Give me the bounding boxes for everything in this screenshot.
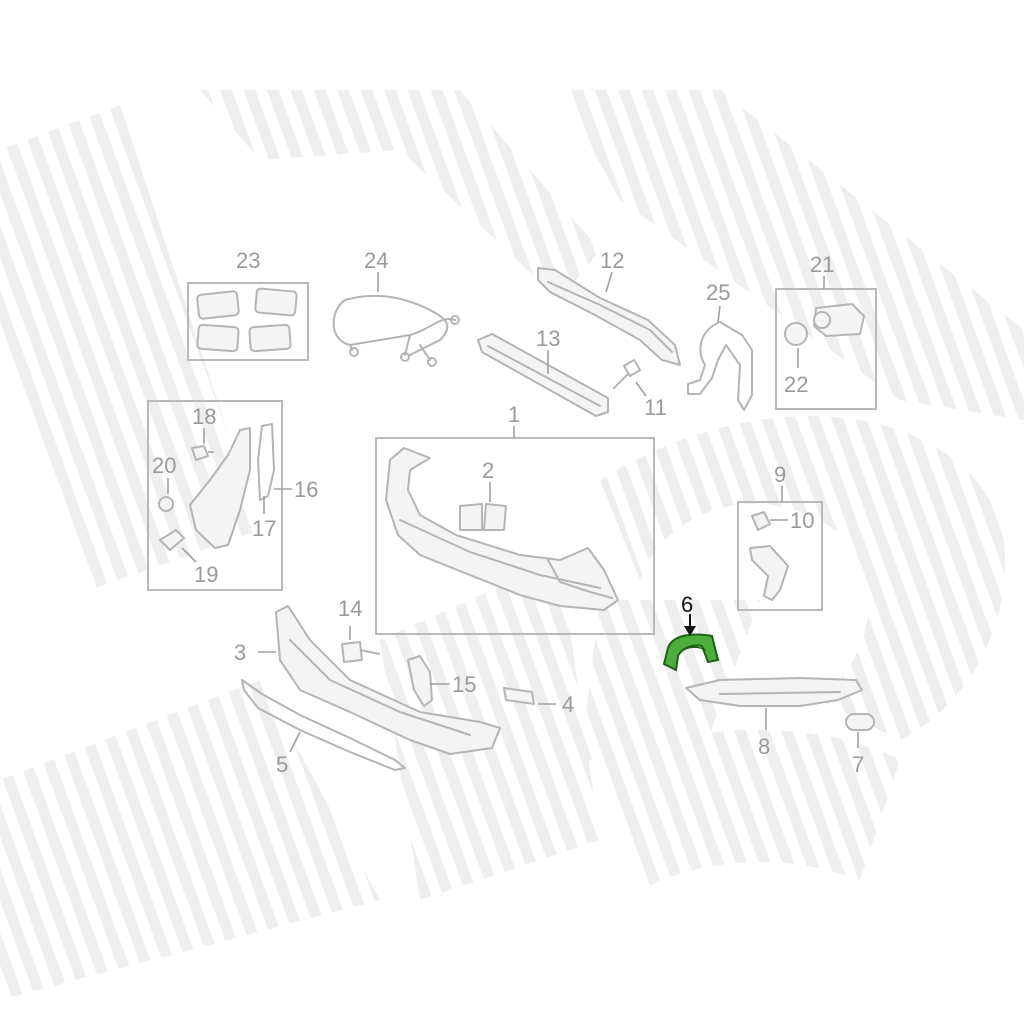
part-2-group[interactable]: 2 xyxy=(459,458,507,531)
label-8: 8 xyxy=(758,734,770,759)
clip-10-drawing xyxy=(751,511,771,531)
part-4-group[interactable]: 4 xyxy=(503,687,574,717)
part-23-group[interactable]: 23 xyxy=(187,248,309,361)
label-21: 21 xyxy=(810,252,834,277)
label-1: 1 xyxy=(508,402,520,427)
part-1-box xyxy=(375,437,655,635)
label-18: 18 xyxy=(192,404,216,429)
part-6-group[interactable]: 6 xyxy=(662,592,720,672)
part-11-group[interactable]: 11 xyxy=(613,359,667,420)
bracket-15-drawing xyxy=(407,655,433,707)
label-15: 15 xyxy=(452,672,476,697)
label-10: 10 xyxy=(790,508,814,533)
label-20: 20 xyxy=(152,453,176,478)
part-16-box xyxy=(147,400,283,591)
part-21-group[interactable]: 21 xyxy=(775,252,877,410)
screw-18-drawing xyxy=(191,445,214,461)
part-3-group[interactable]: 3 xyxy=(234,605,501,755)
part-9-box xyxy=(737,501,823,611)
label-24: 24 xyxy=(364,248,388,273)
part-12-group[interactable]: 12 xyxy=(537,248,681,366)
part-1-group[interactable]: 1 xyxy=(375,402,655,635)
part-10-group[interactable]: 10 xyxy=(751,508,814,533)
part-14-group[interactable]: 14 xyxy=(338,596,381,663)
label-14: 14 xyxy=(338,596,362,621)
label-3: 3 xyxy=(234,640,246,665)
watermark xyxy=(0,90,1024,1000)
side-bracket-drawing xyxy=(687,321,753,411)
part-7-group[interactable]: 7 xyxy=(845,713,875,777)
label-16: 16 xyxy=(294,477,318,502)
label-11: 11 xyxy=(644,395,667,420)
lamp-bracket-drawing xyxy=(257,423,275,501)
part-16-group[interactable]: 16 xyxy=(147,400,318,591)
label-6: 6 xyxy=(681,592,693,617)
part-20-group[interactable]: 20 xyxy=(152,453,176,512)
label-12: 12 xyxy=(600,248,624,273)
part-9-group[interactable]: 9 xyxy=(737,462,823,611)
reflector-4-drawing xyxy=(503,687,535,705)
part-23-clips xyxy=(196,287,298,353)
label-19: 19 xyxy=(194,562,218,587)
bulb-20-drawing xyxy=(158,496,174,512)
lower-bumper-3-drawing xyxy=(275,605,501,755)
part-18-group[interactable]: 18 xyxy=(191,404,216,461)
sensor-cap-7-drawing xyxy=(845,713,875,731)
part-21-box xyxy=(775,288,877,410)
highlighted-bracket-6-drawing[interactable] xyxy=(662,633,720,672)
rear-lamp-drawing xyxy=(189,427,251,549)
label-23: 23 xyxy=(236,248,260,273)
parking-sensor-drawing xyxy=(813,303,865,337)
bolt-drawing xyxy=(613,359,641,389)
part-22-group[interactable]: 22 xyxy=(784,348,808,397)
skid-plate-5-drawing xyxy=(241,679,406,771)
label-22: 22 xyxy=(784,372,808,397)
label-5: 5 xyxy=(276,752,288,777)
part-19-group[interactable]: 19 xyxy=(159,529,218,587)
bumper-cover-drawing xyxy=(385,447,619,611)
garnish-2-drawing xyxy=(459,503,507,531)
part-13-group[interactable]: 13 xyxy=(477,326,609,417)
label-2: 2 xyxy=(482,458,494,483)
part-24-group[interactable]: 24 xyxy=(332,248,460,367)
part-23-box xyxy=(187,282,309,361)
label-13: 13 xyxy=(536,326,560,351)
socket-19-drawing xyxy=(159,529,185,551)
label-25: 25 xyxy=(706,280,730,305)
part-17-group[interactable]: 17 xyxy=(252,496,276,541)
label-9: 9 xyxy=(774,462,786,487)
part-5-group[interactable]: 5 xyxy=(241,679,406,777)
label-4: 4 xyxy=(562,692,574,717)
bracket-9-drawing xyxy=(749,545,789,601)
sensor-ring-drawing xyxy=(784,322,808,346)
part-14-drawing xyxy=(341,641,381,663)
part-25-group[interactable]: 25 xyxy=(687,280,753,411)
part-8-group[interactable]: 8 xyxy=(685,677,863,759)
wiring-harness-drawing xyxy=(332,294,456,361)
label-7: 7 xyxy=(852,752,864,777)
absorber-8-drawing xyxy=(685,677,863,707)
part-15-group[interactable]: 15 xyxy=(407,655,476,707)
label-17: 17 xyxy=(252,516,276,541)
